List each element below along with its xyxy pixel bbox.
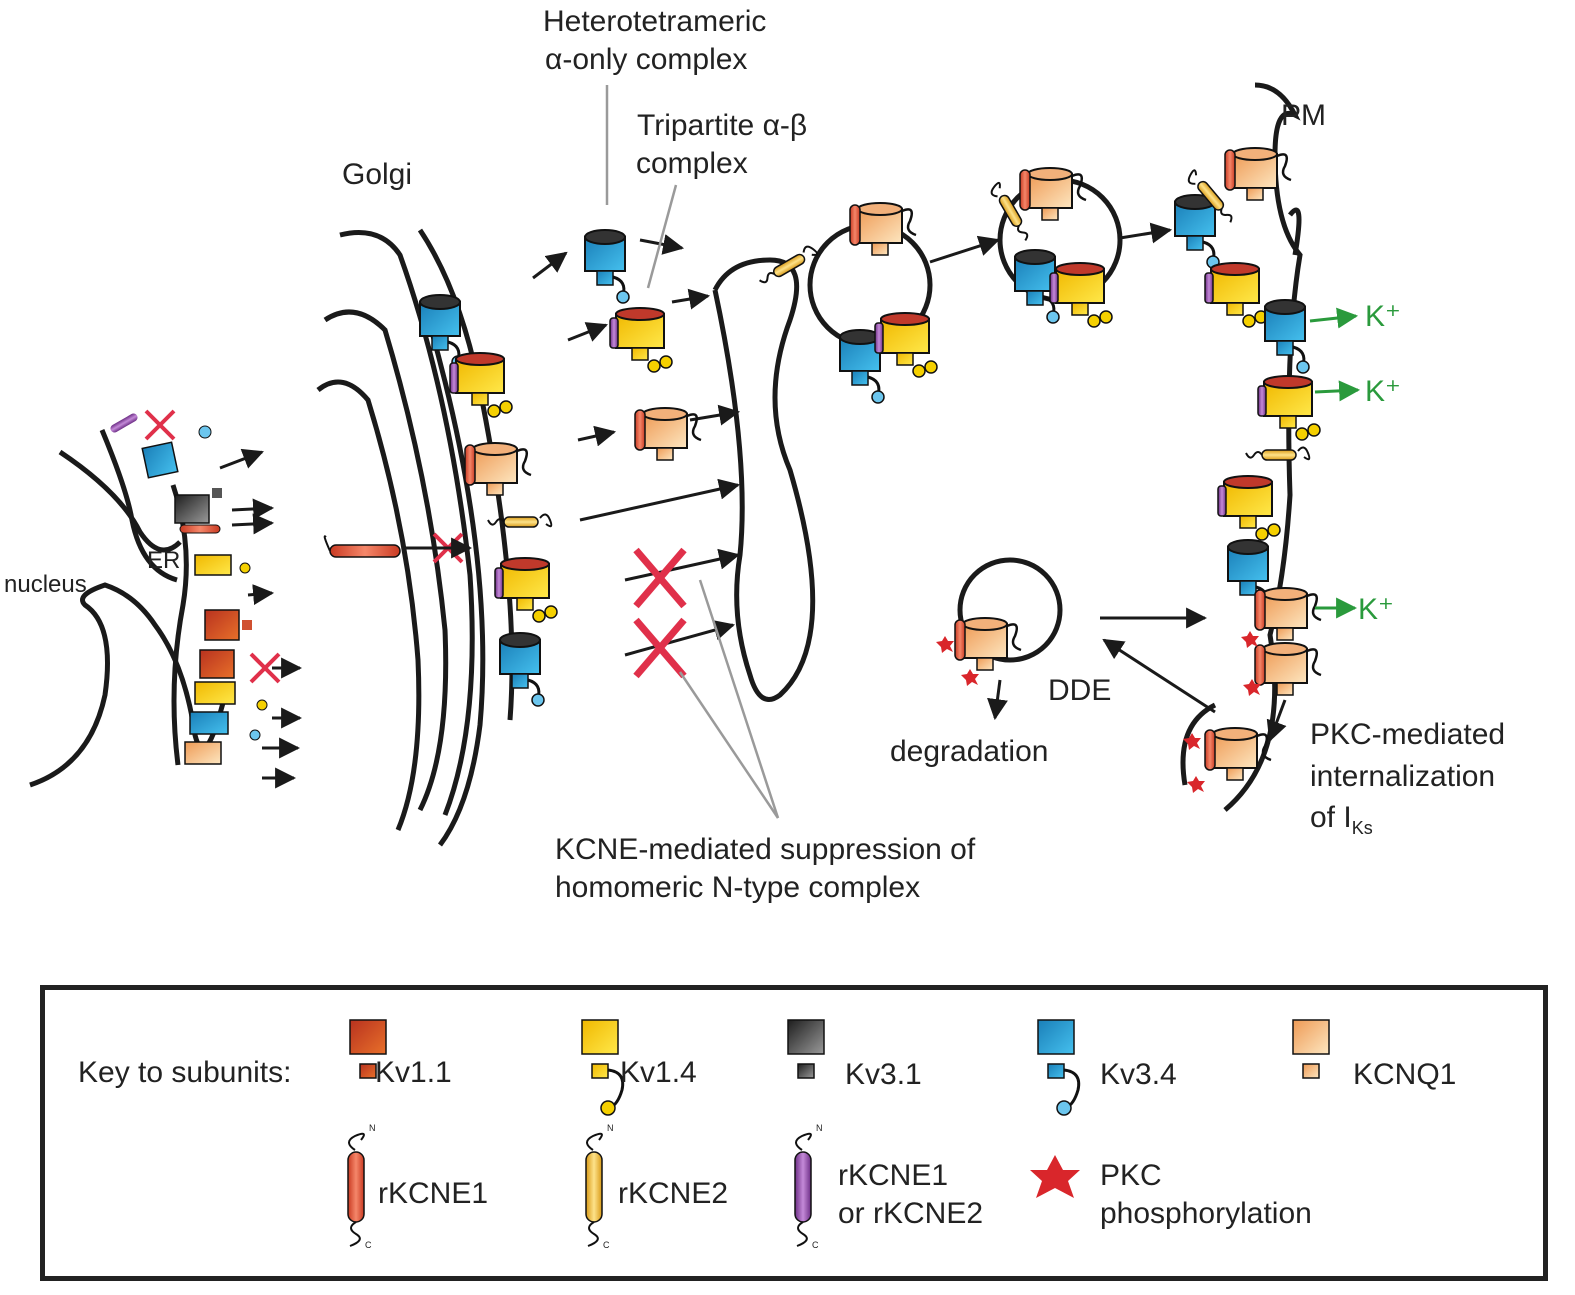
golgi-channel-stack (323, 293, 558, 708)
legend-kv34-label: Kv3.4 (1100, 1058, 1177, 1091)
legend-either-label-line1: rKCNE1 (838, 1159, 949, 1192)
pointer-lines (605, 85, 780, 819)
legend-kcnq1-icon (1292, 1019, 1330, 1079)
nucleus-label: nucleus (4, 571, 87, 598)
nucleus-membrane (29, 449, 228, 788)
er-channel-stack (110, 409, 281, 765)
pkc-internalization-line3: of IKs (1310, 801, 1373, 838)
legend-pkc-label-line1: PKC (1100, 1159, 1162, 1192)
er-arrows (219, 448, 303, 789)
golgi-cisternae (316, 228, 515, 847)
pkc-internalization-line1: PKC-mediated (1310, 718, 1506, 751)
legend-rkcne1-c-terminus: C (365, 1240, 372, 1250)
legend-rkcne1-n-terminus: N (369, 1123, 376, 1133)
legend-either-icon (794, 1132, 812, 1247)
tripartite-label-line1: Tripartite α-β (637, 109, 808, 142)
legend-kv31-icon (787, 1019, 825, 1079)
legend-pkc-star-icon (1030, 1155, 1080, 1198)
kcne-suppression-line2: homomeric N-type complex (555, 871, 921, 904)
legend-rkcne1-label: rKCNE1 (378, 1177, 489, 1210)
legend-kv34-icon (1037, 1019, 1081, 1116)
endosome (957, 557, 1063, 663)
legend-pkc-label-line2: phosphorylation (1100, 1197, 1312, 1230)
k-ion-label-1: K⁺ (1365, 300, 1401, 333)
legend-box: Key to subunits: (40, 985, 1548, 1281)
kcne-suppression-line1: KCNE-mediated suppression of (555, 833, 976, 866)
legend-rkcne2-icon (585, 1132, 603, 1247)
tripartite-label-line2: complex (636, 147, 748, 180)
legend-kv11-label: Kv1.1 (375, 1056, 452, 1089)
legend-kv11-icon (349, 1019, 387, 1079)
legend-kcnq1-label: KCNQ1 (1353, 1058, 1457, 1091)
k-ion-label-2: K⁺ (1365, 375, 1401, 408)
legend-either-c-terminus: C (812, 1240, 819, 1250)
dde-label: DDE (1048, 674, 1112, 707)
hetero-label-line2: α-only complex (545, 43, 748, 76)
legend-either-n-terminus: N (816, 1123, 823, 1133)
legend-rkcne2-c-terminus: C (603, 1240, 610, 1250)
degradation-label: degradation (890, 735, 1049, 768)
legend-rkcne2-n-terminus: N (607, 1123, 614, 1133)
er-membrane (99, 429, 189, 766)
pm-channels (936, 298, 1323, 793)
er-label: ER (147, 547, 181, 574)
k-ion-label-3: K⁺ (1358, 593, 1394, 626)
transport-arrows (532, 222, 1287, 742)
vesicle-channels (755, 146, 1293, 405)
legend-rkcne2-label: rKCNE2 (618, 1177, 729, 1210)
pm-label: PM (1281, 99, 1326, 132)
hetero-label-line1: Heterotetrameric (543, 5, 767, 38)
legend-icons (347, 1019, 1330, 1247)
legend-kv31-label: Kv3.1 (845, 1058, 922, 1091)
legend-kv14-label: Kv1.4 (620, 1056, 697, 1089)
legend-title: Key to subunits: (78, 1056, 292, 1089)
legend-either-label-line2: or rKCNE2 (838, 1197, 984, 1230)
legend-kv14-icon (581, 1019, 625, 1116)
k-efflux-arrows (1309, 307, 1361, 619)
golgi-exit-channels (583, 228, 703, 676)
pkc-internalization-line2: internalization (1310, 760, 1496, 793)
legend-rkcne1-icon (347, 1132, 365, 1247)
golgi-label: Golgi (342, 158, 413, 191)
